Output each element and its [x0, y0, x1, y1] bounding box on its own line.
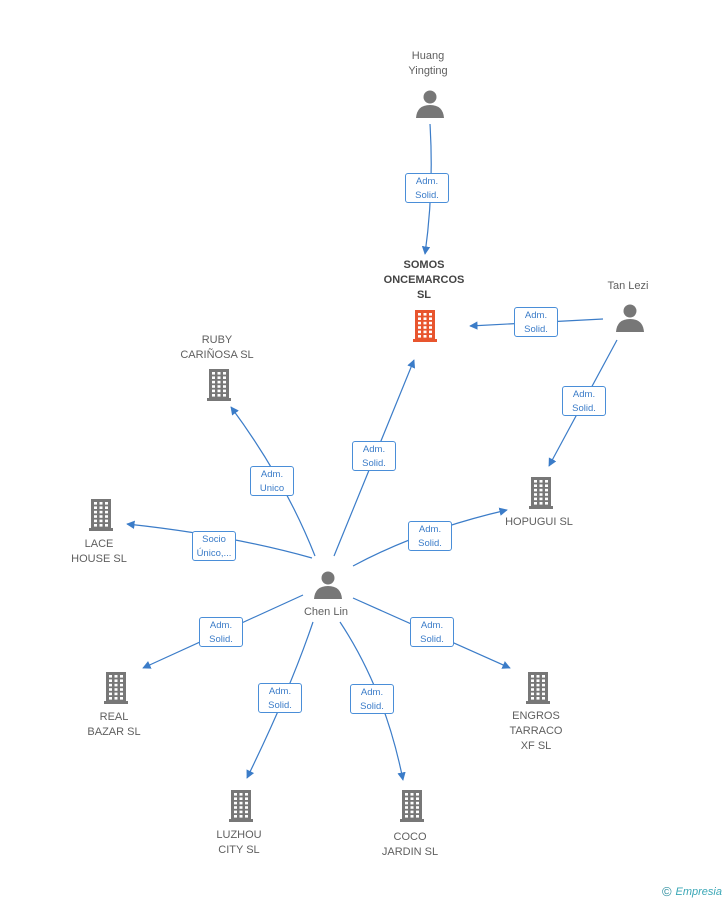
edge-label-chen-coco[interactable]: Adm. Solid. [350, 684, 394, 714]
node-label-real[interactable]: REAL BAZAR SL [87, 711, 141, 738]
building-icon-lace[interactable] [89, 499, 113, 531]
node-label-coco[interactable]: COCO JARDIN SL [381, 831, 439, 858]
node-label-engros[interactable]: ENGROS TARRACO XF SL [509, 710, 563, 752]
edge-label-tan-hopugui[interactable]: Adm. Solid. [562, 386, 606, 416]
node-label-chen[interactable]: Chen Lin [303, 606, 349, 618]
building-icon-engros[interactable] [526, 672, 550, 704]
brand-watermark: © Empresia [662, 884, 722, 899]
building-icon-ruby[interactable] [207, 369, 231, 401]
edge-label-chen-ruby[interactable]: Adm. Unico [250, 466, 294, 496]
person-icon-huang[interactable] [416, 90, 444, 119]
person-icon-chen[interactable] [314, 571, 342, 600]
node-label-lace[interactable]: LACE HOUSE SL [71, 538, 127, 565]
building-icon-coco[interactable] [400, 790, 424, 822]
node-label-luzhou[interactable]: LUZHOU CITY SL [216, 829, 262, 856]
node-label-huang[interactable]: Huang Yingting [408, 50, 448, 77]
copyright-icon: © [661, 884, 672, 899]
edge-label-chen-lace[interactable]: Socio Único,... [192, 531, 236, 561]
node-label-somos[interactable]: SOMOS ONCEMARCOS SL [383, 259, 465, 301]
edge-label-chen-hopugui[interactable]: Adm. Solid. [408, 521, 452, 551]
building-icon-luzhou[interactable] [229, 790, 253, 822]
node-label-tan[interactable]: Tan Lezi [607, 280, 649, 292]
node-label-hopugui[interactable]: HOPUGUI SL [505, 516, 573, 528]
person-icon-tan[interactable] [616, 304, 644, 333]
building-icon-real[interactable] [104, 672, 128, 704]
edge-label-tan-somos[interactable]: Adm. Solid. [514, 307, 558, 337]
brand-name: Empresia [675, 885, 722, 898]
building-icon-hopugui[interactable] [529, 477, 553, 509]
edge-label-chen-engros[interactable]: Adm. Solid. [410, 617, 454, 647]
edge-label-chen-luzhou[interactable]: Adm. Solid. [258, 683, 302, 713]
edge-label-chen-real[interactable]: Adm. Solid. [199, 617, 243, 647]
edge-label-huang-somos[interactable]: Adm. Solid. [405, 173, 449, 203]
node-label-ruby[interactable]: RUBY CARIÑOSA SL [180, 334, 254, 361]
building-icon-somos[interactable] [413, 310, 437, 342]
edge-label-chen-somos[interactable]: Adm. Solid. [352, 441, 396, 471]
